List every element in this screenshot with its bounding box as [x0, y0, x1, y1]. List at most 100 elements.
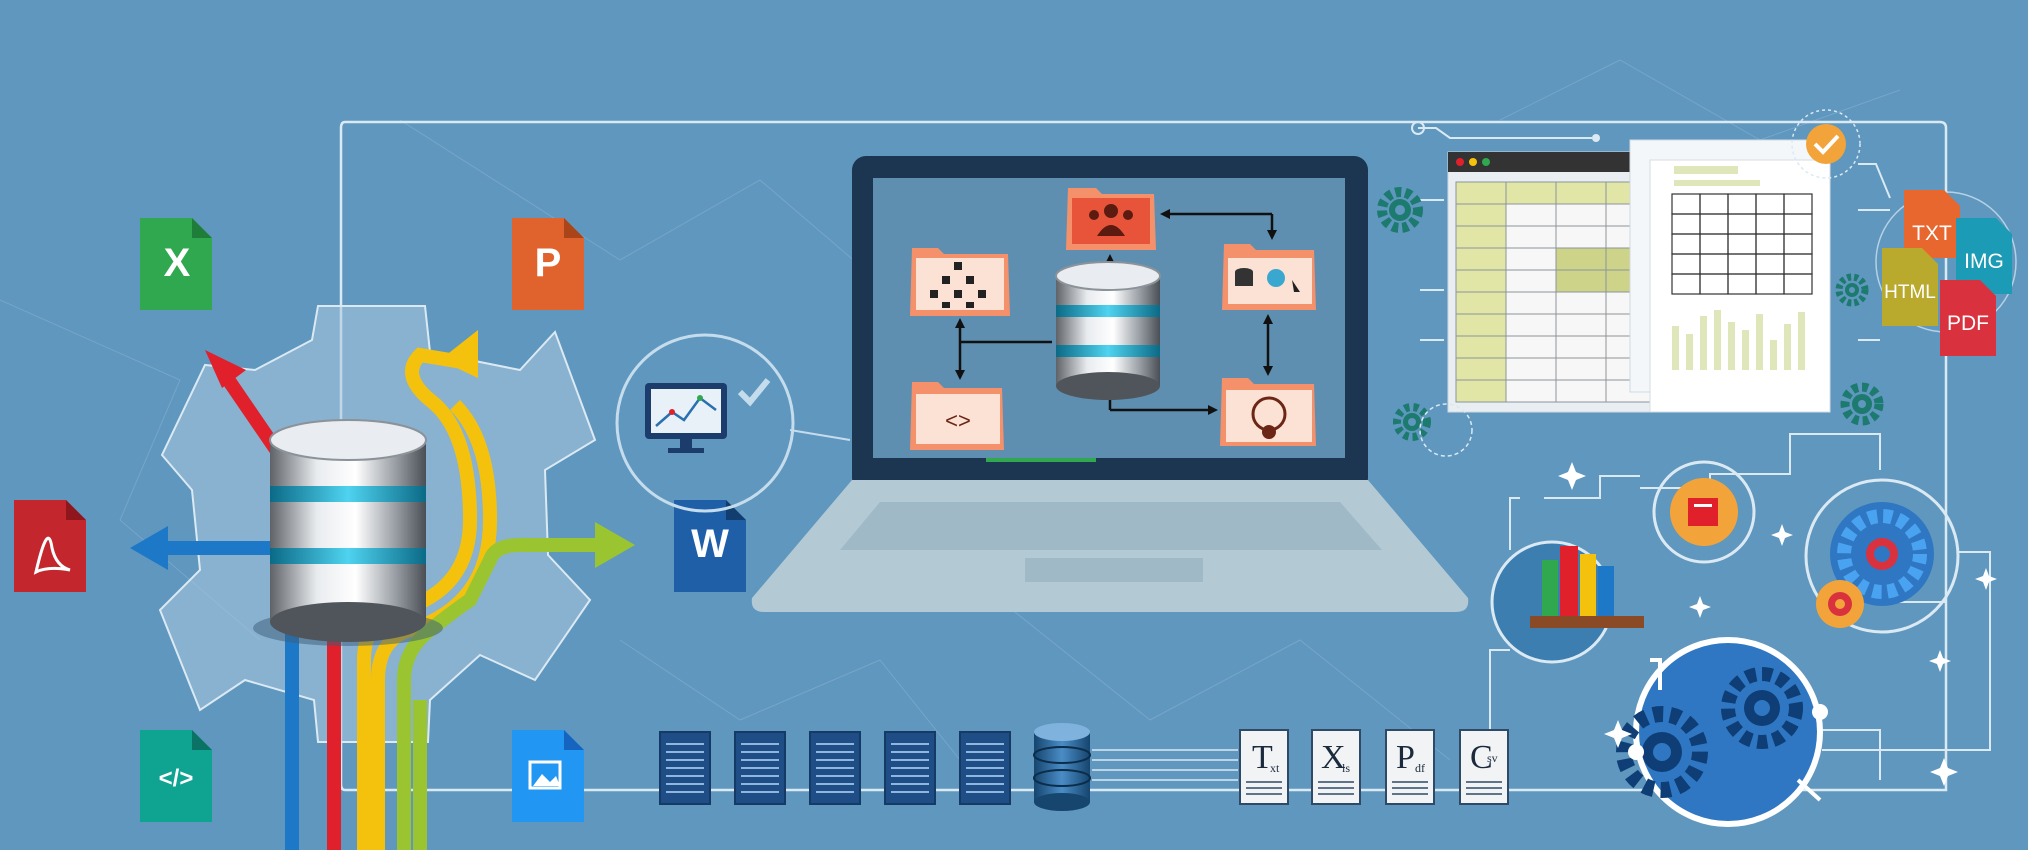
- code-file-icon: </>: [140, 730, 212, 822]
- report-table: [1671, 193, 1813, 295]
- document-stack-icon: [959, 731, 1011, 805]
- txt-tag: TXT: [1904, 190, 1960, 258]
- image-file-icon: [512, 730, 584, 822]
- doc-xls-icon: X ls: [1311, 729, 1361, 805]
- report-bar: [1714, 310, 1721, 370]
- report-table-cell: [1783, 273, 1813, 295]
- background-network-lines: [0, 59, 1901, 761]
- document-stack-icon: [884, 731, 936, 805]
- report-bar: [1742, 330, 1749, 370]
- excel-icon-letter: X: [164, 241, 191, 285]
- book-badge-icon: [1652, 460, 1756, 564]
- powerpoint-file-icon: P: [512, 218, 584, 310]
- spreadsheet-cell: [1455, 181, 1507, 205]
- process-gears-icon: [1616, 637, 1828, 827]
- word-file-icon: W: [674, 500, 746, 592]
- doc-pdf-icon: P df: [1385, 729, 1435, 805]
- spreadsheet-cell: [1455, 247, 1507, 271]
- doc-csv-big: C: [1470, 739, 1493, 776]
- document-stack-row: [659, 731, 1011, 805]
- spreadsheet-cell: [1505, 313, 1557, 337]
- folder-code: <>: [910, 382, 1004, 450]
- spreadsheet-cell: [1455, 357, 1507, 381]
- document-stack-icon: [809, 731, 861, 805]
- gear-icon-right: [1835, 273, 1869, 307]
- spreadsheet-cell: [1455, 313, 1507, 337]
- spreadsheet-cell: [1555, 203, 1607, 227]
- doc-txt-icon: T xt: [1239, 729, 1289, 805]
- spreadsheet-cell: [1505, 269, 1557, 293]
- spreadsheet-cell: [1505, 335, 1557, 359]
- doc-csv-icon: C sv: [1459, 729, 1509, 805]
- pdf-tag: PDF: [1940, 280, 1996, 356]
- powerpoint-icon-letter: P: [535, 241, 562, 285]
- report-bar: [1798, 312, 1805, 370]
- img-tag-label: IMG: [1964, 250, 2004, 273]
- spreadsheet-cell: [1455, 379, 1507, 403]
- screen-diagram: <>: [910, 188, 1316, 450]
- spreadsheet-cell: [1555, 335, 1607, 359]
- spreadsheet-cell: [1505, 357, 1557, 381]
- document-stack-icon: [659, 731, 711, 805]
- folder-people: [1066, 188, 1156, 250]
- spreadsheet-cell: [1505, 181, 1557, 205]
- spreadsheet-cell: [1555, 379, 1607, 403]
- sparkles: [1558, 462, 1997, 786]
- word-icon-letter: W: [691, 522, 729, 566]
- document-stack-icon: [734, 731, 786, 805]
- report-bar: [1686, 334, 1693, 370]
- gear-icon-lower-right: [1840, 382, 1884, 426]
- format-tags: TXT IMG HTML PDF: [1875, 190, 2017, 356]
- html-tag: HTML: [1882, 248, 1938, 326]
- spreadsheet-cell: [1455, 335, 1507, 359]
- spreadsheet-cell: [1455, 203, 1507, 227]
- check-badge-icon: [1791, 109, 1861, 179]
- report-bar: [1672, 326, 1679, 370]
- doc-csv-small: sv: [1487, 751, 1498, 765]
- spreadsheet-cell: [1555, 269, 1607, 293]
- screen-database-icon: [1055, 261, 1161, 400]
- report-bar: [1784, 324, 1791, 370]
- settings-gear-icon: [1804, 478, 1960, 634]
- img-tag: IMG: [1956, 218, 2012, 294]
- folder-network: [1220, 378, 1316, 446]
- gear-icon-top: [1377, 187, 1423, 233]
- doc-txt-big: T: [1252, 739, 1273, 776]
- report-bar: [1700, 316, 1707, 370]
- doc-pdf-small: df: [1415, 761, 1425, 775]
- html-tag-label: HTML: [1884, 282, 1936, 303]
- report-bar: [1728, 322, 1735, 370]
- gear-icon-bottom: [1393, 403, 1473, 457]
- report-bar: [1756, 314, 1763, 370]
- spreadsheet-cell: [1555, 357, 1607, 381]
- spreadsheet-cell: [1455, 225, 1507, 249]
- spreadsheet-cell: [1505, 225, 1557, 249]
- spreadsheet-cell: [1555, 291, 1607, 315]
- spreadsheet-cell: [1505, 247, 1557, 271]
- monitor-chart-icon: [615, 333, 851, 513]
- doc-xls-big: X: [1321, 739, 1346, 776]
- svg-text:<>: <>: [945, 408, 971, 433]
- pdf-file-icon: [14, 500, 86, 592]
- spreadsheet-cell: [1505, 291, 1557, 315]
- report-bar: [1770, 340, 1777, 370]
- report-bar-chart: [1672, 310, 1805, 370]
- spreadsheet-cell: [1505, 379, 1557, 403]
- txt-tag-label: TXT: [1912, 222, 1952, 245]
- report-document: [1629, 139, 1831, 413]
- spreadsheet-cell: [1505, 203, 1557, 227]
- spreadsheet-cell: [1555, 247, 1607, 271]
- spreadsheet-cell: [1555, 181, 1607, 205]
- pdf-tag-label: PDF: [1947, 312, 1989, 335]
- doc-txt-small: xt: [1270, 761, 1280, 775]
- excel-file-icon: X: [140, 218, 212, 310]
- spreadsheet-cell: [1555, 225, 1607, 249]
- spreadsheet-cell: [1455, 291, 1507, 315]
- connector-lines: [1092, 749, 1238, 791]
- folder-database-media: [1222, 244, 1316, 310]
- outer-frame: [339, 120, 1948, 792]
- main-database-icon: [253, 419, 443, 646]
- spreadsheet-cell: [1555, 313, 1607, 337]
- doc-xls-small: ls: [1342, 761, 1350, 775]
